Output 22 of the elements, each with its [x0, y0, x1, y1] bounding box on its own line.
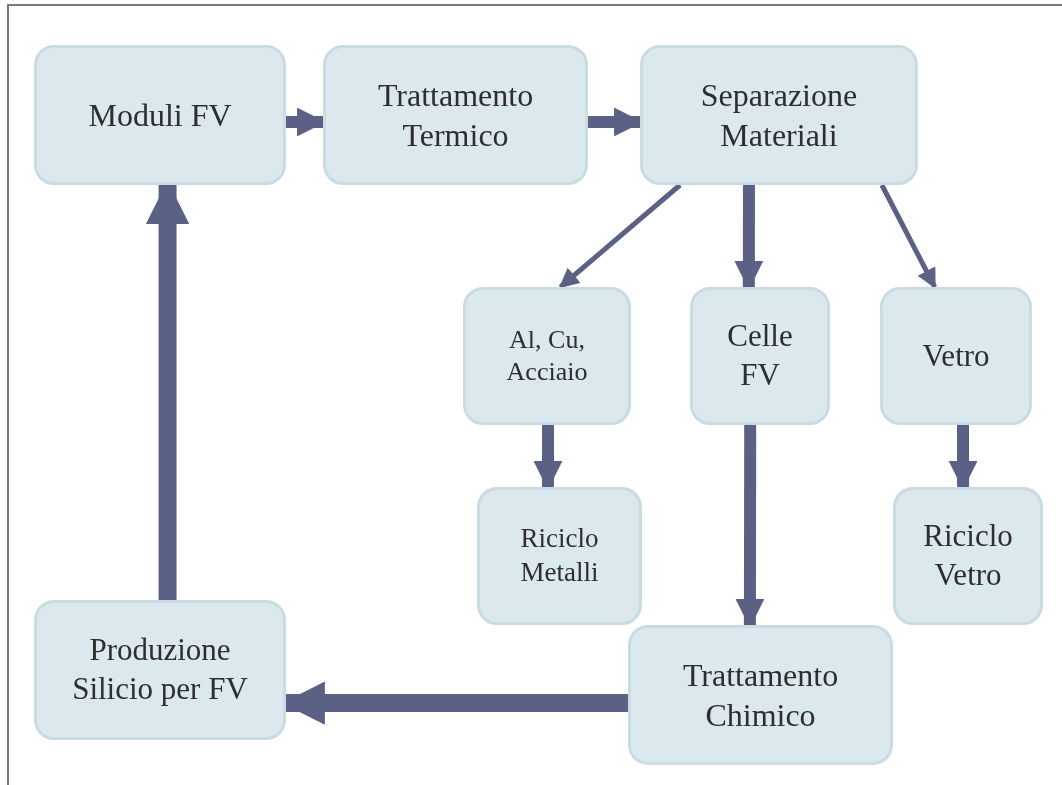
box-label: Trattamento Chimico: [681, 656, 840, 735]
box-label: Al, Cu, Acciaio: [505, 323, 589, 388]
arrow: [558, 183, 682, 289]
process-box: [893, 487, 1043, 625]
box-label: Moduli FV: [88, 96, 232, 135]
process-box: [463, 287, 631, 425]
process-box: [880, 287, 1032, 425]
process-box: [628, 625, 893, 765]
process-box: [640, 45, 918, 185]
box-label: Separazione Materiali: [699, 76, 859, 155]
box-label: Riciclo Metalli: [519, 522, 600, 589]
box-label: Produzione Silicio per FV: [71, 631, 249, 708]
box-label: Celle FV: [726, 317, 794, 394]
process-box: [690, 287, 830, 425]
box-label: Riciclo Vetro: [922, 517, 1014, 594]
box-label: Vetro: [922, 336, 990, 375]
process-box: [34, 600, 286, 740]
process-box: [477, 487, 642, 625]
process-box: [323, 45, 588, 185]
process-box: [34, 45, 286, 185]
arrow: [879, 183, 937, 289]
box-label: Trattamento Termico: [376, 76, 535, 155]
